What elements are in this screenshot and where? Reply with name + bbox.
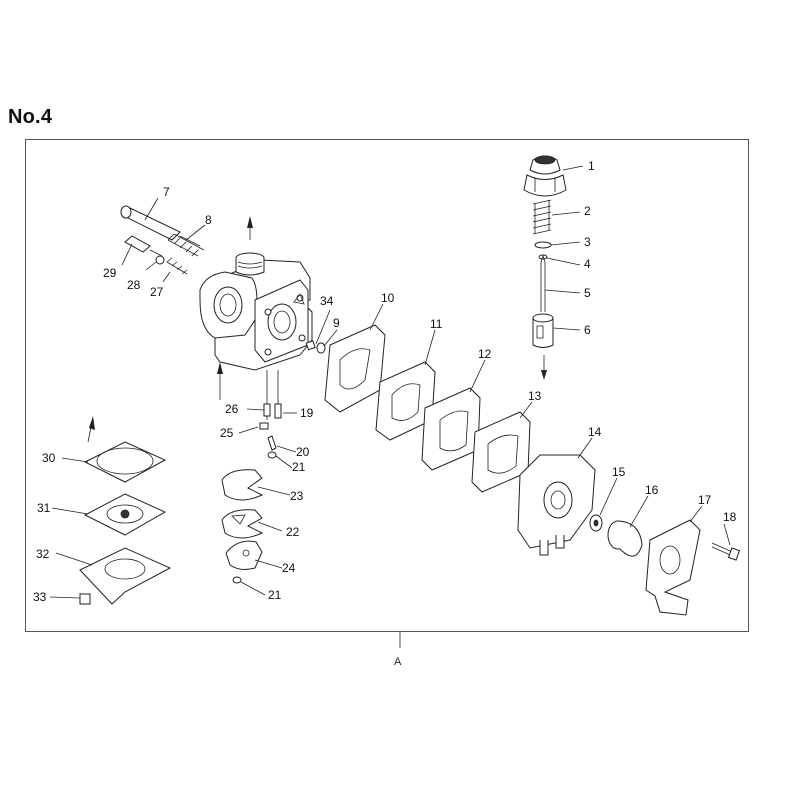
- part-label-11: 11: [430, 317, 443, 331]
- part-10-gasket: [324, 324, 386, 413]
- part-27-spring: [166, 257, 188, 275]
- diagram-frame: [25, 139, 749, 632]
- part-label-12: 12: [478, 347, 492, 361]
- part-5-needle: [540, 254, 546, 312]
- part-19-needle: [274, 370, 282, 419]
- arrow-up-icon: [217, 362, 223, 374]
- part-number-labels: 1 2 3 4 5 6 7 8 9 10 11 12 13 14 15 16 1…: [33, 159, 737, 604]
- page-title: No.4: [8, 106, 53, 128]
- arrow-up-icon: [89, 416, 95, 430]
- part-1-drawing: [523, 155, 567, 197]
- reference-label: A: [394, 656, 402, 668]
- part-label-14: 14: [588, 425, 602, 439]
- part-14-pump-body: [517, 454, 596, 556]
- part-29-screw: [124, 235, 163, 257]
- part-17-plate: [645, 519, 701, 616]
- part-label-21: 21: [292, 460, 306, 474]
- part-9-screen: [316, 342, 326, 354]
- part-label-33: 33: [33, 590, 47, 604]
- part-22-lever: [221, 509, 264, 539]
- part-label-10: 10: [381, 291, 395, 305]
- part-label-29: 29: [103, 266, 117, 280]
- carburetor-body-drawing: [199, 252, 313, 371]
- part-18-screw: [711, 542, 741, 561]
- part-28-oring: [155, 255, 165, 265]
- part-7-screw: [120, 205, 201, 247]
- part-label-34: 34: [320, 294, 334, 308]
- part-label-16: 16: [645, 483, 659, 497]
- part-15-valve: [589, 514, 603, 532]
- part-32-cover: [79, 547, 172, 605]
- part-21-screw-lower: [232, 576, 242, 584]
- part-label-17: 17: [698, 493, 712, 507]
- part-label-15: 15: [612, 465, 626, 479]
- part-label-25: 25: [220, 426, 234, 440]
- part-26-needle: [263, 370, 271, 420]
- part-30-gasket: [83, 441, 167, 483]
- part-label-18: 18: [723, 510, 737, 524]
- leader-lines: [49, 165, 731, 599]
- part-20-pin: [267, 435, 277, 451]
- part-label-30: 30: [42, 451, 56, 465]
- part-21-screw: [267, 451, 277, 459]
- part-label-26: 26: [225, 402, 239, 416]
- part-label-13: 13: [528, 389, 542, 403]
- part-33-screw: [79, 593, 91, 605]
- part-label-5: 5: [584, 286, 591, 300]
- part-label-19: 19: [300, 406, 314, 420]
- part-label-22: 22: [286, 525, 300, 539]
- part-label-1: 1: [588, 159, 595, 173]
- part-label-23: 23: [290, 489, 304, 503]
- part-label-27: 27: [150, 285, 164, 299]
- part-label-8: 8: [205, 213, 212, 227]
- part-34-plug: [305, 340, 316, 351]
- part-label-21-lower: 21: [268, 588, 282, 602]
- part-label-32: 32: [36, 547, 50, 561]
- part-label-31: 31: [37, 501, 51, 515]
- part-label-4: 4: [584, 257, 591, 271]
- part-6-piston: [532, 313, 554, 348]
- part-label-6: 6: [584, 323, 591, 337]
- part-label-28: 28: [127, 278, 141, 292]
- arrow-up-icon: [247, 216, 253, 228]
- part-8-spring: [167, 233, 205, 257]
- part-23-lever: [221, 469, 264, 501]
- part-label-20: 20: [296, 445, 310, 459]
- part-31-diaphragm: [83, 493, 167, 536]
- part-16-primer-bulb: [607, 520, 643, 557]
- part-3-washer: [534, 241, 552, 249]
- part-label-9: 9: [333, 316, 340, 330]
- part-25-pin: [259, 422, 269, 430]
- part-label-3: 3: [584, 235, 591, 249]
- part-2-spring: [532, 199, 552, 235]
- part-label-24: 24: [282, 561, 296, 575]
- part-label-7: 7: [163, 185, 170, 199]
- part-label-2: 2: [584, 204, 591, 218]
